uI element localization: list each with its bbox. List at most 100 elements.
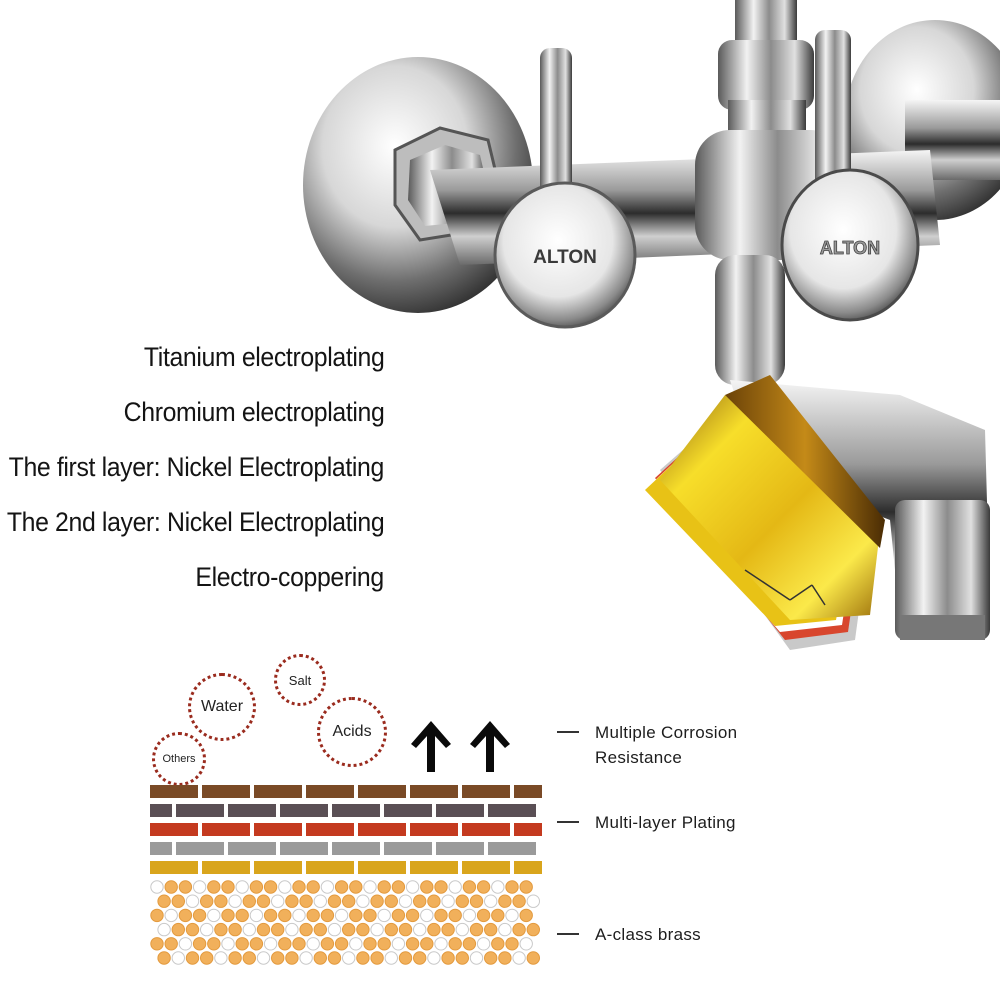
plating-brick — [384, 842, 432, 855]
brass-ball — [334, 937, 349, 951]
brass-ball — [526, 894, 540, 908]
plating-brick — [254, 785, 302, 798]
brass-ball — [235, 880, 249, 894]
brass-ball — [405, 908, 420, 923]
brass-ball — [235, 937, 249, 951]
brass-ball — [306, 937, 320, 951]
brass-ball — [256, 922, 271, 937]
plating-brick-rows — [150, 785, 542, 874]
brass-ball — [192, 880, 207, 894]
plating-brick — [410, 861, 458, 874]
brass-ball — [526, 951, 540, 965]
brass-ball — [469, 922, 484, 937]
brass-ball — [519, 937, 533, 951]
brass-ball — [484, 922, 498, 937]
brass-ball — [413, 951, 427, 965]
brass-ball — [370, 922, 384, 937]
plating-label-copper: Electro-coppering — [195, 562, 385, 592]
brass-ball — [505, 937, 519, 951]
brass-ball — [320, 937, 335, 951]
brass-ball — [384, 894, 399, 908]
hazard-water-label: Water — [200, 698, 244, 715]
brass-ball — [370, 894, 384, 908]
brass-ball — [469, 951, 484, 965]
plating-brick — [228, 804, 276, 817]
plating-label-nickel-first: The first layer: Nickel Electroplating — [8, 452, 385, 482]
brass-ball — [384, 922, 399, 937]
brass-ball — [313, 894, 328, 908]
hazard-others: Others — [152, 732, 206, 786]
brass-ball — [299, 951, 313, 965]
hazard-salt: Salt — [274, 654, 326, 706]
hazard-acids-label: Acids — [332, 723, 372, 740]
brass-ball — [320, 880, 335, 894]
legend-corrosion-line2: Resistance — [595, 748, 683, 767]
brass-ball — [398, 922, 413, 937]
brass-ball — [498, 922, 512, 937]
brass-ball — [476, 908, 491, 923]
brass-ball — [185, 922, 200, 937]
brass-ball — [313, 922, 328, 937]
brass-ball — [363, 880, 377, 894]
brass-ball — [178, 908, 193, 923]
plating-brick — [488, 842, 536, 855]
brass-ball — [292, 908, 306, 923]
brass-ball — [427, 922, 441, 937]
brass-ball — [285, 951, 299, 965]
plating-label-titanium: Titanium electroplating — [143, 342, 384, 372]
brass-ball — [192, 908, 207, 923]
brass-ball — [271, 922, 285, 937]
plating-brick — [150, 785, 198, 798]
brass-ball — [484, 894, 498, 908]
brass-ball — [235, 908, 249, 923]
hazard-others-label: Others — [162, 753, 196, 765]
hazard-water: Water — [188, 673, 256, 741]
brass-ball — [271, 951, 285, 965]
brass-ball — [491, 908, 505, 923]
brand-logo-left: ALTON — [533, 247, 597, 268]
brass-ball — [271, 894, 285, 908]
plating-brick — [150, 842, 172, 855]
plating-brick — [202, 823, 250, 836]
plating-label-chromium: Chromium electroplating — [123, 397, 384, 427]
brass-ball — [157, 951, 171, 965]
plating-brick — [150, 823, 198, 836]
brass-ball — [455, 922, 469, 937]
brass-ball — [476, 880, 491, 894]
plating-brick — [150, 804, 172, 817]
legend-dash — [557, 933, 579, 935]
brass-ball — [526, 922, 540, 937]
brass-ball — [491, 937, 505, 951]
brass-ball — [405, 937, 420, 951]
brass-ball — [150, 937, 164, 951]
brass-ball — [164, 908, 178, 923]
brass-ball — [377, 908, 391, 923]
legend-brass-label: A-class brass — [595, 925, 701, 944]
brass-ball — [228, 922, 242, 937]
legend-plating-label: Multi-layer Plating — [595, 813, 736, 832]
plating-brick — [228, 842, 276, 855]
brass-ball — [299, 894, 313, 908]
brass-ball — [377, 937, 391, 951]
brass-ball — [420, 908, 434, 923]
legend-dash — [557, 731, 579, 733]
plating-brick — [358, 823, 406, 836]
brass-ball — [349, 908, 363, 923]
brass-ball — [498, 894, 512, 908]
brass-ball — [157, 922, 171, 937]
brass-ball — [278, 880, 292, 894]
brass-ball — [441, 922, 455, 937]
brass-ball — [299, 922, 313, 937]
brass-ball — [334, 880, 349, 894]
brass-ball — [370, 951, 384, 965]
legend-plating: Multi-layer Plating — [557, 810, 736, 835]
plating-brick — [280, 804, 328, 817]
brass-ball — [200, 922, 214, 937]
plating-brick — [514, 785, 542, 798]
plating-brick — [306, 861, 354, 874]
brass-ball — [427, 951, 441, 965]
plating-brick — [202, 785, 250, 798]
brass-ball — [342, 951, 356, 965]
brass-ball — [221, 908, 235, 923]
plating-brick — [384, 804, 432, 817]
